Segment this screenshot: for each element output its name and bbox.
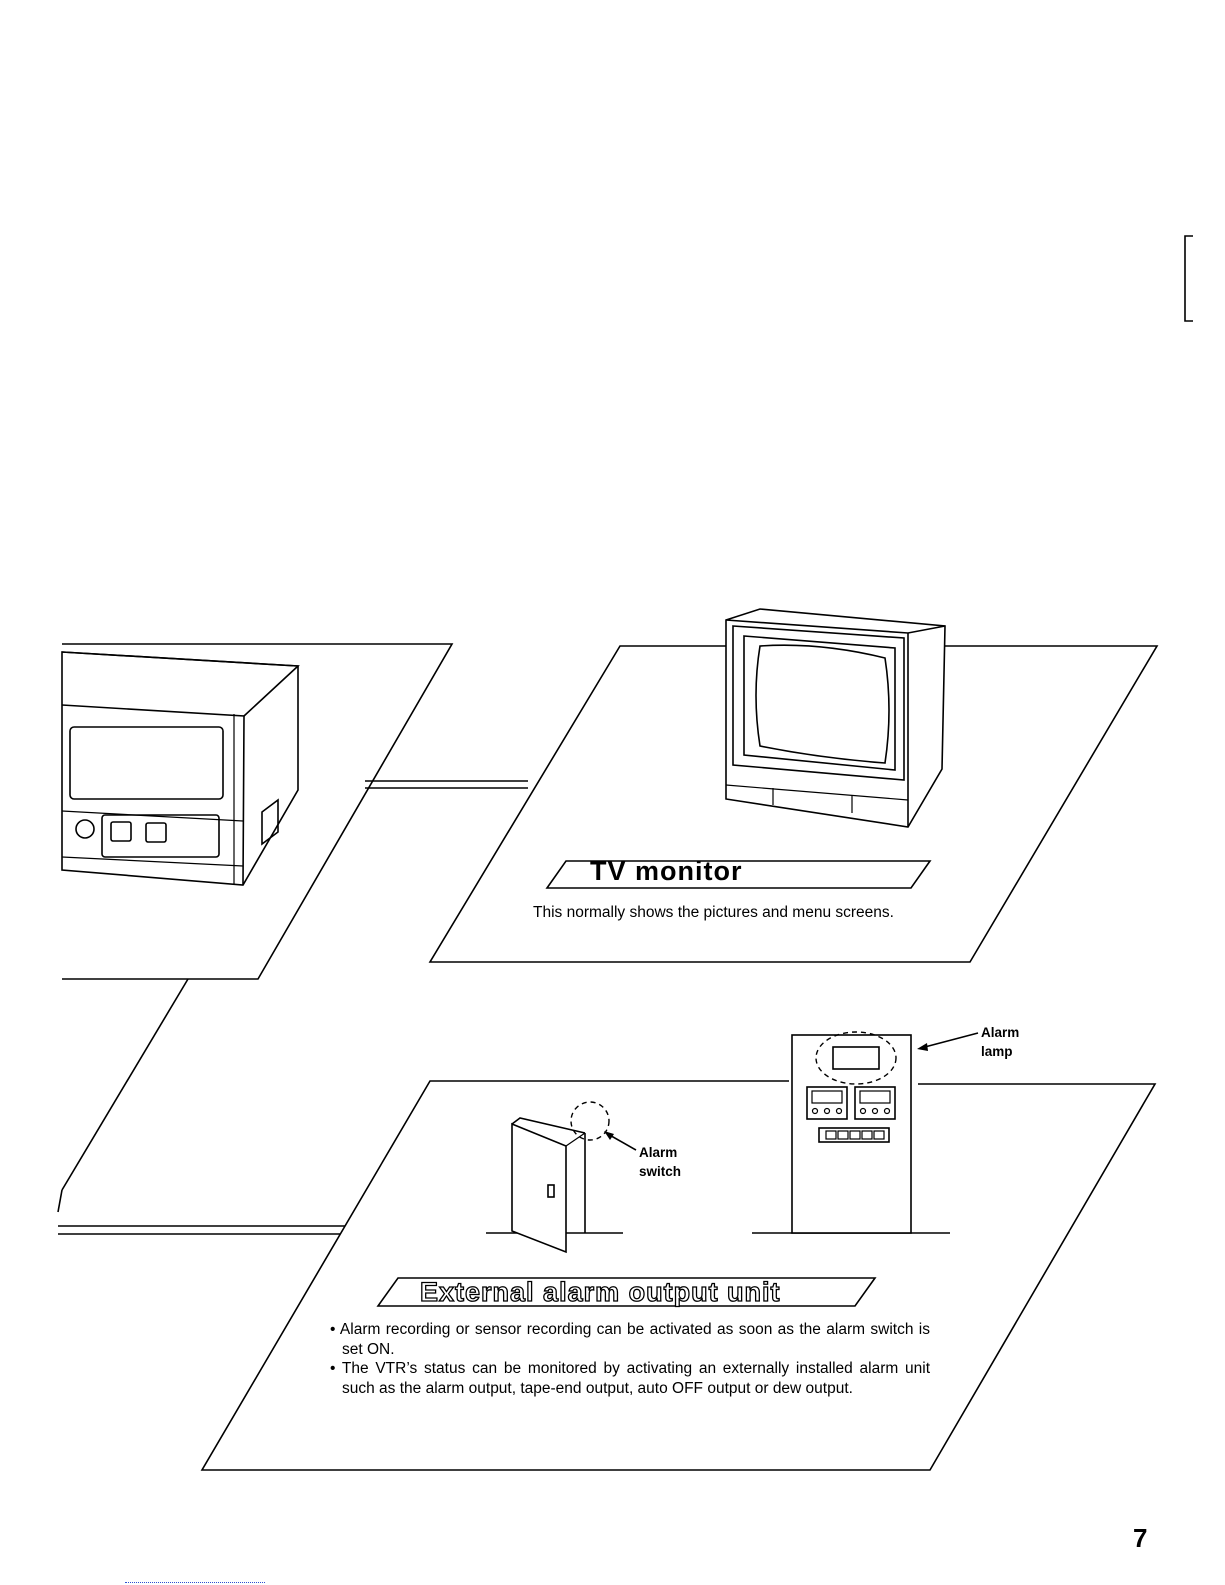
alarm-lamp-label-line-2: lamp	[981, 1044, 1013, 1059]
alarm-unit-illustration	[752, 1031, 979, 1234]
list-item: The VTR’s status can be monitored by act…	[330, 1359, 930, 1398]
tv-monitor-device	[725, 608, 946, 828]
alarm-switch-label-line-2: switch	[639, 1164, 682, 1179]
alarm-panel	[200, 1080, 1157, 1471]
tv-monitor-description: This normally shows the pictures and men…	[533, 904, 894, 921]
vtr-device	[61, 651, 300, 886]
external-alarm-bullet-list: Alarm recording or sensor recording can …	[330, 1320, 930, 1398]
door-illustration	[486, 1101, 637, 1254]
margin-bracket	[1184, 235, 1193, 322]
bottom-divider	[125, 1582, 265, 1583]
alarm-lamp-label-line-1: Alarm	[981, 1025, 1020, 1040]
page-number: 7	[1133, 1523, 1148, 1553]
alarm-switch-callout: Alarm switch	[639, 1143, 681, 1181]
alarm-lamp-callout: Alarm lamp	[981, 1023, 1019, 1061]
external-alarm-title: External alarm output unit	[419, 1276, 781, 1307]
tv-monitor-title: TV monitor	[590, 856, 743, 886]
vtr-panel	[57, 643, 528, 1235]
tv-panel	[428, 645, 1159, 963]
alarm-switch-label-line-1: Alarm	[639, 1145, 678, 1160]
list-item: Alarm recording or sensor recording can …	[330, 1320, 930, 1359]
